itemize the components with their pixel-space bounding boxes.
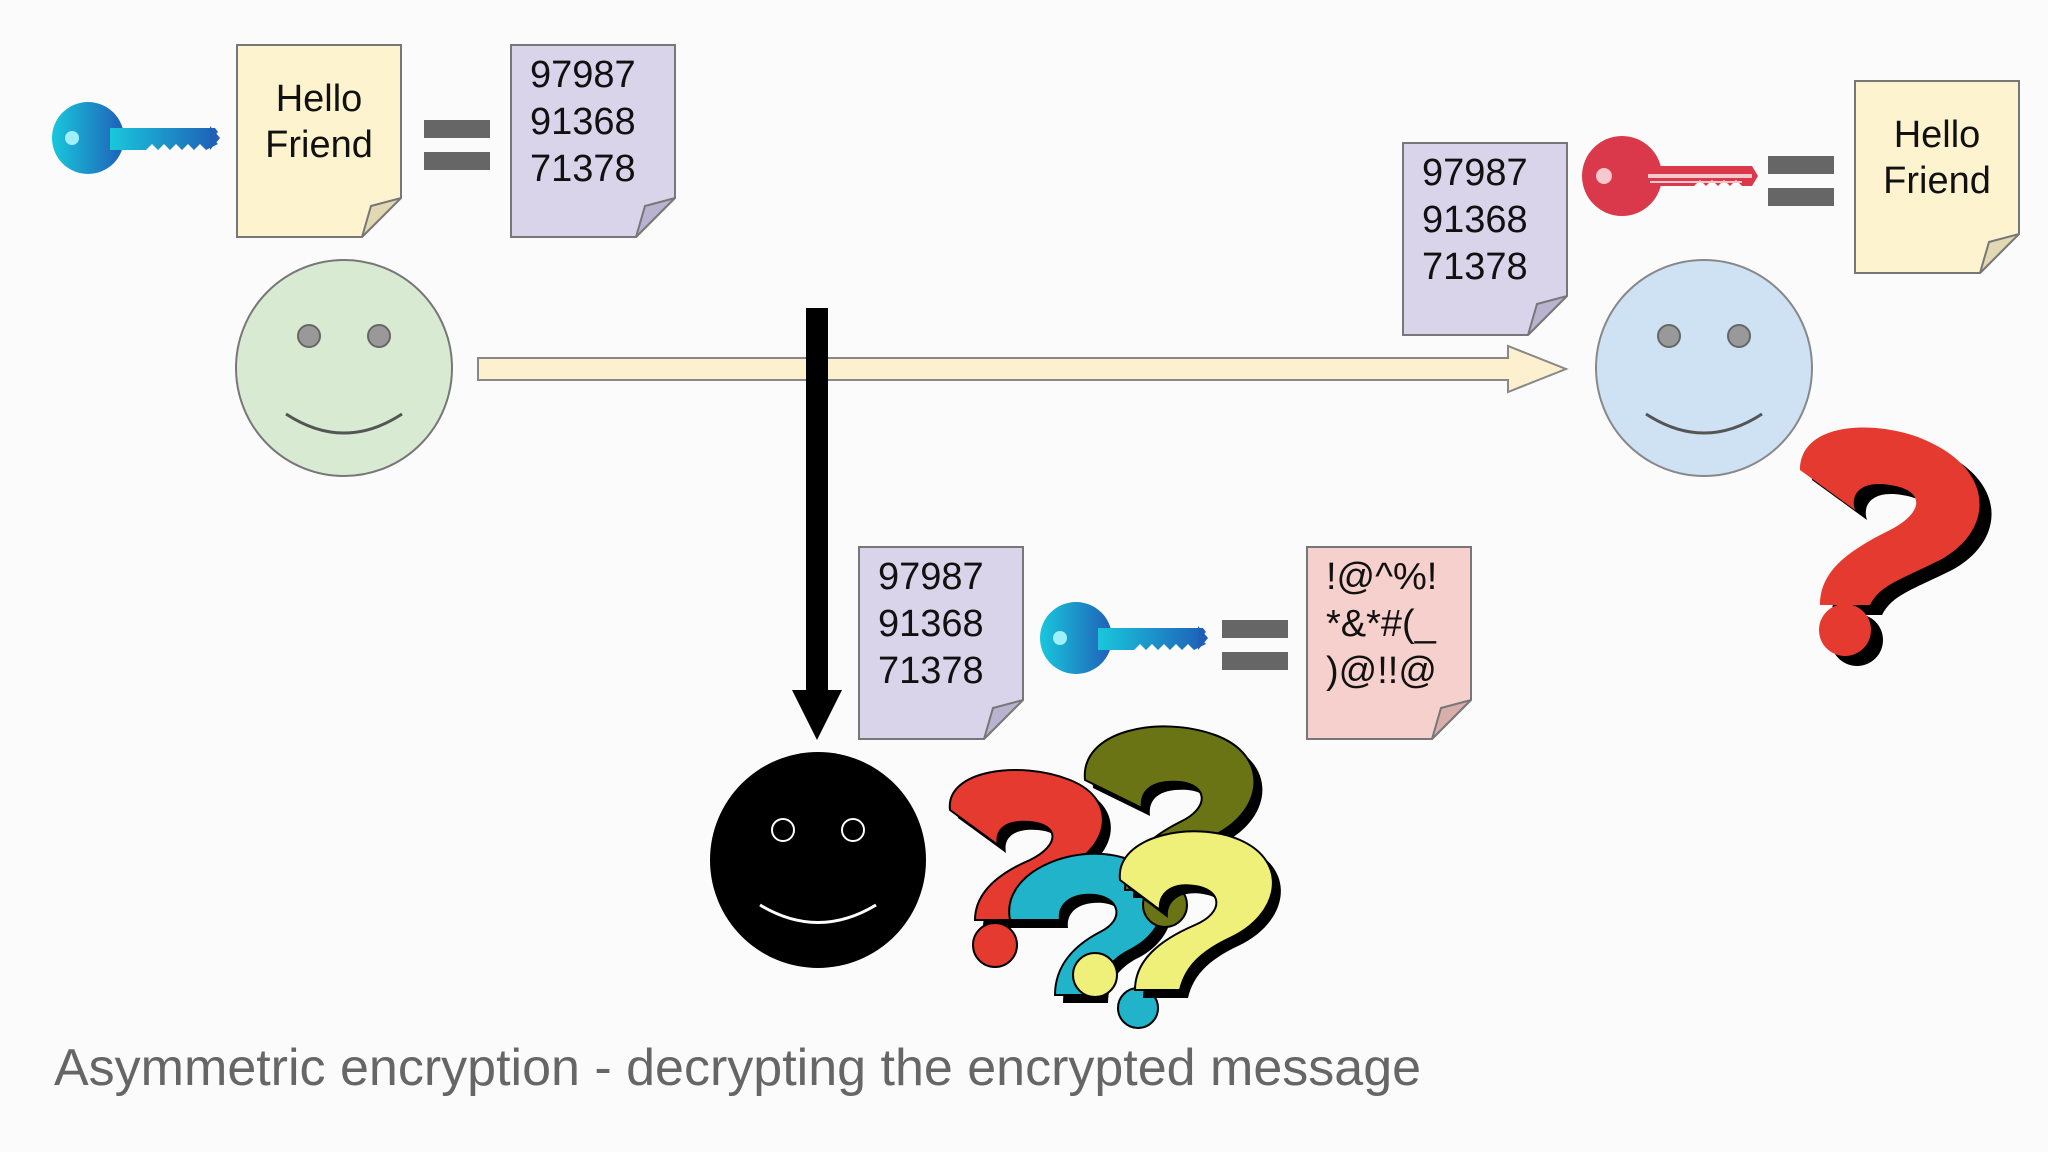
eavesdropper-ciphertext: 97987 91368 71378 [878, 556, 984, 692]
note-shape [1402, 142, 1568, 336]
message-arrow [477, 344, 1569, 394]
eavesdropper-garbled-output: !@^%! *&*#(_ )@!!@ [1326, 556, 1438, 692]
sender-ciphertext: 97987 91368 71378 [530, 54, 636, 190]
eavesdropper-question-marks-icon [948, 725, 1281, 1029]
note-shape [858, 546, 1024, 740]
note-shape [1306, 546, 1472, 740]
recipient-plaintext-note: Hello Friend [1854, 80, 2020, 274]
note-shape [236, 44, 402, 238]
eavesdropper-equals-icon [1222, 620, 1288, 684]
sender-plaintext: Hello Friend [265, 78, 373, 166]
sender-plaintext-note: Hello Friend [236, 44, 402, 238]
recipient-private-key-icon [1582, 136, 1758, 216]
recipient-face [1595, 259, 1813, 477]
sender-ciphertext-note: 97987 91368 71378 [510, 44, 676, 238]
recipient-equals-icon [1768, 156, 1834, 220]
note-shape [510, 44, 676, 238]
eavesdropper-ciphertext-note: 97987 91368 71378 [858, 546, 1024, 740]
recipient-plaintext: Hello Friend [1883, 114, 1991, 202]
interception-arrow [792, 308, 842, 740]
eavesdropper-public-key-icon [1040, 602, 1208, 674]
recipient-ciphertext-note: 97987 91368 71378 [1402, 142, 1568, 336]
diagram-caption: Asymmetric encryption - decrypting the e… [54, 1039, 1422, 1097]
eavesdropper-garbled-note: !@^%! *&*#(_ )@!!@ [1306, 546, 1472, 740]
eavesdropper-face [710, 752, 926, 968]
recipient-ciphertext: 97987 91368 71378 [1422, 152, 1528, 288]
recipient-question-mark-icon [1800, 427, 1992, 666]
sender-public-key-icon [52, 102, 220, 174]
sender-equals-icon [424, 120, 490, 184]
note-shape [1854, 80, 2020, 274]
sender-face [235, 259, 453, 477]
